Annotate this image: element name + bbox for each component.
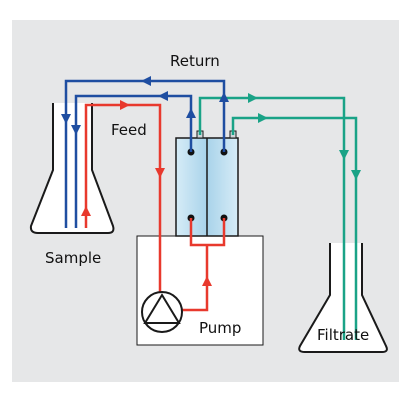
flow-arrows	[61, 76, 361, 286]
arrowhead-icon	[61, 114, 71, 124]
pump-triangle-icon	[141, 291, 183, 333]
arrowhead-icon	[81, 206, 91, 216]
arrowhead-icon	[351, 170, 361, 180]
filtrate-line	[198, 96, 358, 340]
arrowhead-icon	[155, 168, 165, 178]
arrowhead-icon	[339, 150, 349, 160]
arrowhead-icon	[248, 93, 258, 103]
arrowhead-icon	[219, 92, 229, 102]
arrowhead-icon	[258, 113, 268, 123]
arrowhead-icon	[186, 108, 196, 118]
arrowhead-icon	[141, 76, 151, 86]
pump-label: Pump	[199, 319, 241, 337]
arrowhead-icon	[202, 276, 212, 286]
filtrate-label: Filtrate	[317, 326, 369, 344]
arrowhead-icon	[120, 100, 130, 110]
feed-label: Feed	[111, 121, 147, 139]
return-label: Return	[170, 52, 220, 70]
sample-flask	[29, 103, 115, 234]
sample-label: Sample	[45, 249, 101, 267]
filtration-module	[175, 130, 239, 237]
arrowhead-icon	[158, 91, 168, 101]
arrowhead-icon	[71, 125, 81, 135]
